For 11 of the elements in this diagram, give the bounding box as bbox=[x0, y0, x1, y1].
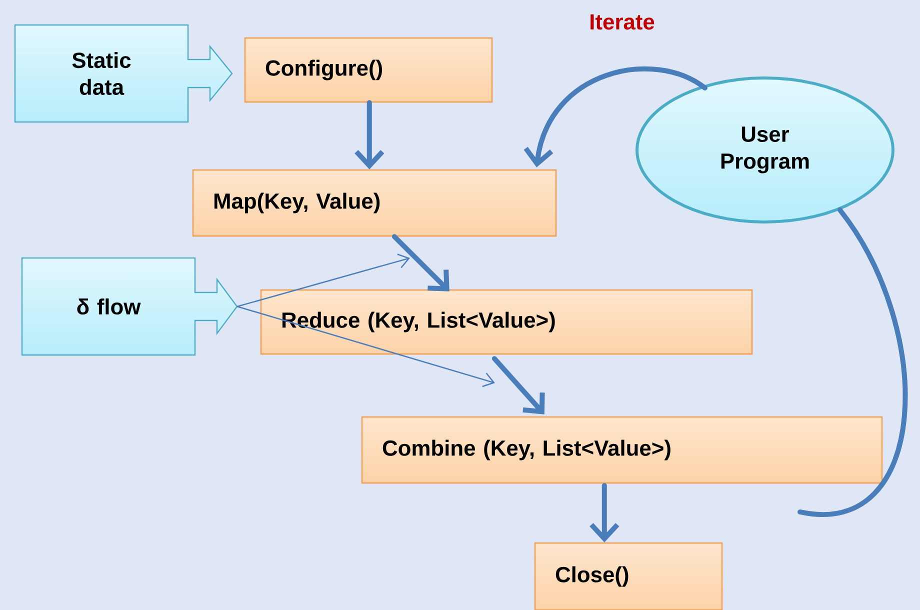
edge-label: Iterate bbox=[588, 13, 656, 31]
process-box: Map(Key, Value) bbox=[192, 169, 557, 237]
process-box: Close() bbox=[534, 542, 723, 610]
process-box: Configure() bbox=[244, 37, 493, 103]
process-box: Combine (Key, List<Value>) bbox=[361, 416, 883, 484]
arrow bbox=[524, 66, 708, 168]
process-box: Reduce (Key, List<Value>) bbox=[260, 289, 753, 355]
arrow bbox=[236, 306, 495, 388]
arrow bbox=[236, 254, 410, 308]
arrow bbox=[392, 234, 450, 292]
arrow bbox=[354, 100, 384, 170]
